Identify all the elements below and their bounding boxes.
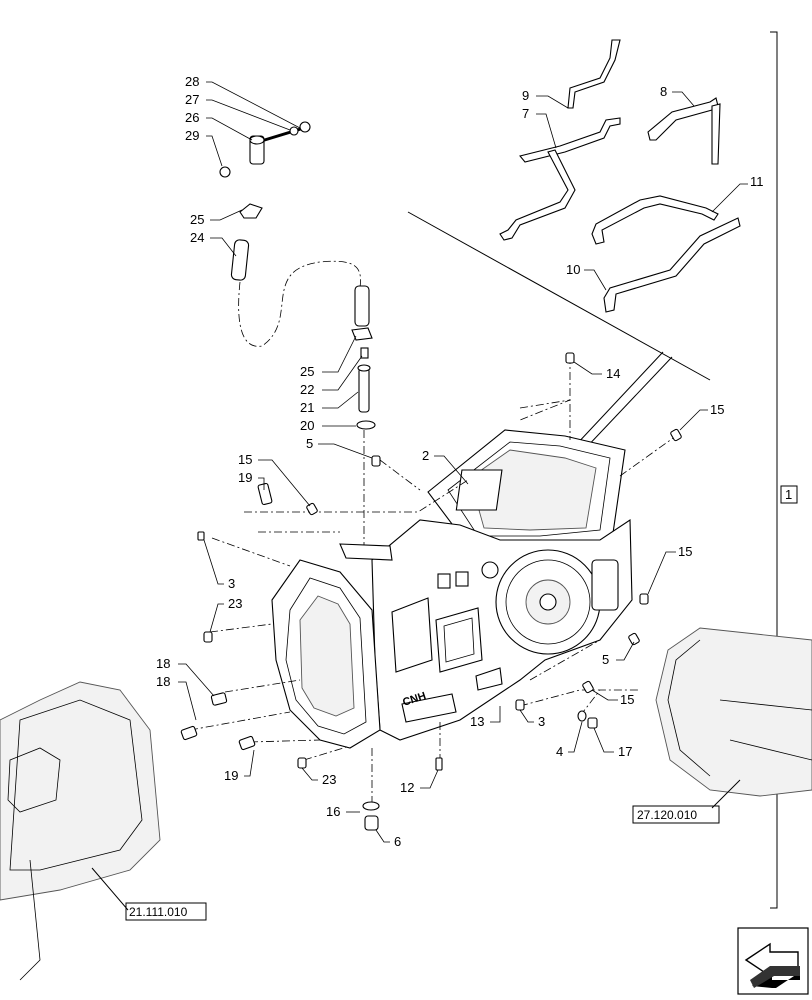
breather-pipe-stack	[351, 285, 376, 545]
callout-11: 11	[750, 174, 764, 189]
callout-18-lower: 18	[156, 674, 170, 689]
callout-10: 10	[566, 262, 580, 277]
right-axle-assembly	[655, 627, 812, 809]
left-gearbox-assembly	[0, 681, 161, 981]
next-page-arrow-icon[interactable]	[737, 927, 809, 995]
callout-15-lower-right: 15	[620, 692, 634, 707]
callout-27: 27	[185, 92, 199, 107]
ref-label-21-111-010: 21.111.010	[129, 905, 188, 919]
callout-22: 22	[300, 382, 314, 397]
callout-19-upper: 19	[238, 470, 252, 485]
callouts: 28 27 26 29 25 24 25 22 21 20 5 15	[156, 74, 764, 849]
callout-1: 1	[785, 487, 792, 502]
callout-17: 17	[618, 744, 632, 759]
tube-10	[603, 217, 741, 313]
assembly-dashed-lines	[189, 356, 677, 808]
callout-19-lower: 19	[224, 768, 238, 783]
group-bracket: 1	[770, 31, 798, 909]
callout-26: 26	[185, 110, 199, 125]
ref-left-assembly[interactable]: 21.111.010	[125, 902, 207, 921]
callout-16: 16	[326, 804, 340, 819]
callout-29: 29	[185, 128, 199, 143]
callout-6: 6	[394, 834, 401, 849]
ref-label-27-120-010: 27.120.010	[637, 808, 697, 822]
callout-24: 24	[190, 230, 204, 245]
callout-7: 7	[522, 106, 529, 121]
tube-11	[591, 195, 719, 245]
callout-28: 28	[185, 74, 199, 89]
callout-8: 8	[660, 84, 667, 99]
callout-15-right: 15	[678, 544, 692, 559]
tube-7	[499, 39, 621, 241]
callout-21: 21	[300, 400, 314, 415]
callout-25-lower: 25	[300, 364, 314, 379]
callout-23-lower: 23	[322, 772, 336, 787]
callout-23-upper: 23	[228, 596, 242, 611]
callout-14: 14	[606, 366, 620, 381]
callout-5-upper: 5	[306, 436, 313, 451]
callout-5-lower: 5	[602, 652, 609, 667]
callout-15-upper-right: 15	[710, 402, 724, 417]
callout-18-upper: 18	[156, 656, 170, 671]
callout-12: 12	[400, 780, 414, 795]
callout-15-upper-left: 15	[238, 452, 252, 467]
callout-25-upper: 25	[190, 212, 204, 227]
callout-13: 13	[470, 714, 484, 729]
callout-3-left: 3	[228, 576, 235, 591]
breather-assembly	[219, 121, 361, 347]
hardware-parts	[180, 352, 682, 831]
transmission-housing: CNH	[271, 429, 633, 749]
callout-9: 9	[522, 88, 529, 103]
callout-3-right: 3	[538, 714, 545, 729]
callout-2: 2	[422, 448, 429, 463]
section-divider-line	[407, 211, 711, 381]
callout-4: 4	[556, 744, 563, 759]
callout-20: 20	[300, 418, 314, 433]
ref-right-assembly[interactable]: 27.120.010	[632, 805, 720, 824]
tube-8	[647, 97, 721, 165]
